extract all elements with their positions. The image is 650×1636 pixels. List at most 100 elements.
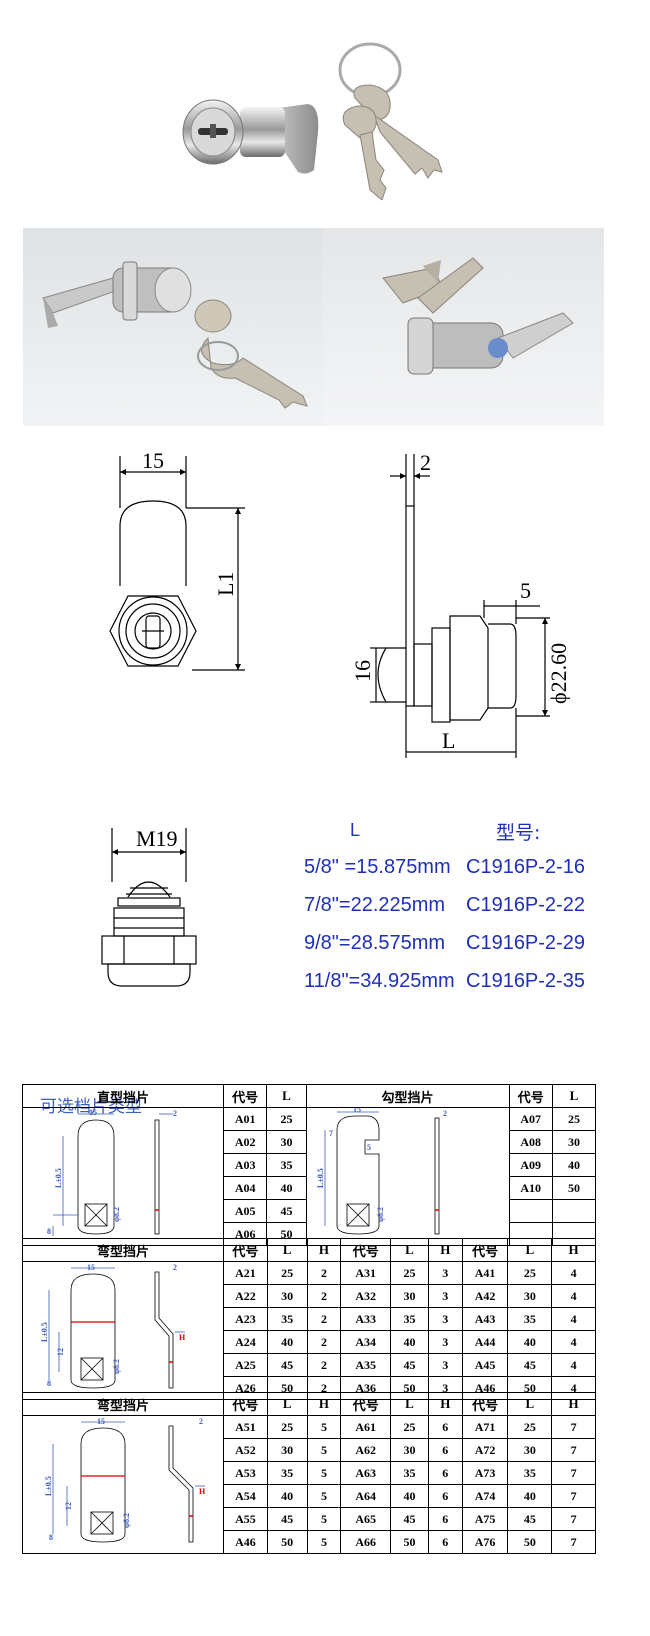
height-cell: 6 — [427, 1530, 463, 1554]
spec-row: C1916P-2-35 — [466, 970, 585, 993]
code-cell: A71 — [461, 1415, 509, 1439]
code-cell: A52 — [223, 1438, 268, 1462]
height-cell: 5 — [306, 1484, 342, 1508]
code-cell: A05 — [222, 1199, 268, 1223]
spec-row: C1916P-2-22 — [466, 894, 585, 917]
height-cell: 2 — [306, 1284, 342, 1308]
svg-text:5: 5 — [367, 1143, 371, 1152]
code-cell: A23 — [223, 1307, 268, 1331]
svg-text:8: 8 — [47, 1379, 51, 1388]
length-cell: 25 — [266, 1261, 308, 1285]
col-H: H — [427, 1238, 463, 1262]
height-cell: 7 — [551, 1415, 596, 1439]
length-cell: 40 — [507, 1330, 553, 1354]
svg-text:L±0.5: L±0.5 — [54, 1168, 63, 1188]
code-cell: A45 — [461, 1353, 509, 1377]
col-L: L — [390, 1392, 429, 1416]
svg-text:2: 2 — [199, 1417, 203, 1426]
svg-text:2: 2 — [173, 1109, 177, 1118]
code-cell: A61 — [340, 1415, 392, 1439]
length-cell: 30 — [551, 1130, 597, 1154]
height-cell: 4 — [551, 1353, 596, 1377]
spec-header-model: 型号: — [496, 822, 541, 844]
height-cell: 5 — [306, 1438, 342, 1462]
col-L: L — [266, 1392, 308, 1416]
code-cell: A65 — [340, 1507, 392, 1531]
length-cell: 45 — [266, 1353, 308, 1377]
straight-title: 直型挡片 — [22, 1084, 224, 1108]
spec-row: 5/8" =15.875mm — [304, 856, 451, 879]
svg-text:L±0.5: L±0.5 — [316, 1168, 325, 1188]
svg-text:φ8.2: φ8.2 — [122, 1513, 131, 1528]
side-view-drawing: 2 5 16 ϕ22.60 L — [350, 450, 570, 758]
code-cell: A02 — [222, 1130, 268, 1154]
spec-length: 9/8"=28.575mm — [304, 932, 446, 954]
svg-text:φ8.2: φ8.2 — [112, 1359, 121, 1374]
svg-text:12: 12 — [64, 1502, 73, 1510]
code-cell: A07 — [508, 1107, 553, 1131]
height-cell: 6 — [427, 1415, 463, 1439]
straight-plate-drawing: 15 2 L±0.5 8 φ8.2 — [22, 1107, 224, 1246]
svg-text:7: 7 — [329, 1129, 333, 1138]
svg-text:8: 8 — [47, 1227, 51, 1236]
svg-text:15: 15 — [97, 1417, 105, 1426]
spec-row: 7/8"=22.225mm — [304, 894, 445, 917]
code-cell: A75 — [461, 1507, 509, 1531]
photo-keys — [330, 40, 470, 200]
col-H: H — [306, 1392, 342, 1416]
spec-row: 9/8"=28.575mm — [304, 932, 445, 955]
length-cell: 40 — [390, 1484, 429, 1508]
height-cell: 5 — [306, 1530, 342, 1554]
length-cell: 30 — [266, 1130, 307, 1154]
length-cell: 45 — [507, 1507, 553, 1531]
length-cell: 25 — [266, 1107, 307, 1131]
length-cell: 50 — [266, 1530, 308, 1554]
height-cell: 3 — [427, 1261, 463, 1285]
length-cell: 35 — [266, 1307, 308, 1331]
length-cell: 25 — [266, 1415, 308, 1439]
length-cell: 25 — [390, 1415, 429, 1439]
svg-text:L±0.5: L±0.5 — [40, 1322, 49, 1342]
length-cell: 40 — [266, 1176, 307, 1200]
spec-length: 11/8"=34.925mm — [304, 970, 455, 992]
length-cell: 35 — [266, 1153, 307, 1177]
svg-text:φ8.2: φ8.2 — [376, 1207, 385, 1222]
height-cell: 4 — [551, 1307, 596, 1331]
length-cell: 35 — [390, 1461, 429, 1485]
code-cell: A72 — [461, 1438, 509, 1462]
col-code: 代号 — [461, 1392, 509, 1416]
code-cell: A32 — [340, 1284, 392, 1308]
height-cell: 3 — [427, 1307, 463, 1331]
code-cell: A64 — [340, 1484, 392, 1508]
front-view-drawing: 15 L1 — [109, 448, 245, 671]
length-cell: 25 — [551, 1107, 597, 1131]
code-cell: A41 — [461, 1261, 509, 1285]
height-cell: 3 — [427, 1353, 463, 1377]
code-cell: A04 — [222, 1176, 268, 1200]
length-cell: 30 — [390, 1438, 429, 1462]
length-cell: 30 — [507, 1438, 553, 1462]
col-code: 代号 — [222, 1084, 268, 1108]
table-straight-hook: 直型挡片 代号 L 勾型挡片 代号 L — [22, 1084, 597, 1246]
col-H: H — [551, 1238, 596, 1262]
col-code: 代号 — [461, 1238, 509, 1262]
code-cell: A62 — [340, 1438, 392, 1462]
code-cell: A53 — [223, 1461, 268, 1485]
height-cell: 6 — [427, 1507, 463, 1531]
photo-lock-with-key-right — [323, 228, 604, 426]
dim-diameter: ϕ22.60 — [546, 643, 570, 704]
code-cell: A55 — [223, 1507, 268, 1531]
code-cell: A22 — [223, 1284, 268, 1308]
spec-model: C1916P-2-16 — [466, 856, 585, 878]
code-cell: A33 — [340, 1307, 392, 1331]
code-cell: A24 — [223, 1330, 268, 1354]
bent-title: 弯型挡片 — [22, 1392, 224, 1416]
length-cell: 50 — [507, 1530, 553, 1554]
height-cell: 6 — [427, 1484, 463, 1508]
height-cell: 2 — [306, 1330, 342, 1354]
svg-text:H: H — [179, 1333, 186, 1342]
col-H: H — [551, 1392, 596, 1416]
svg-text:12: 12 — [56, 1348, 65, 1356]
height-cell: 2 — [306, 1261, 342, 1285]
